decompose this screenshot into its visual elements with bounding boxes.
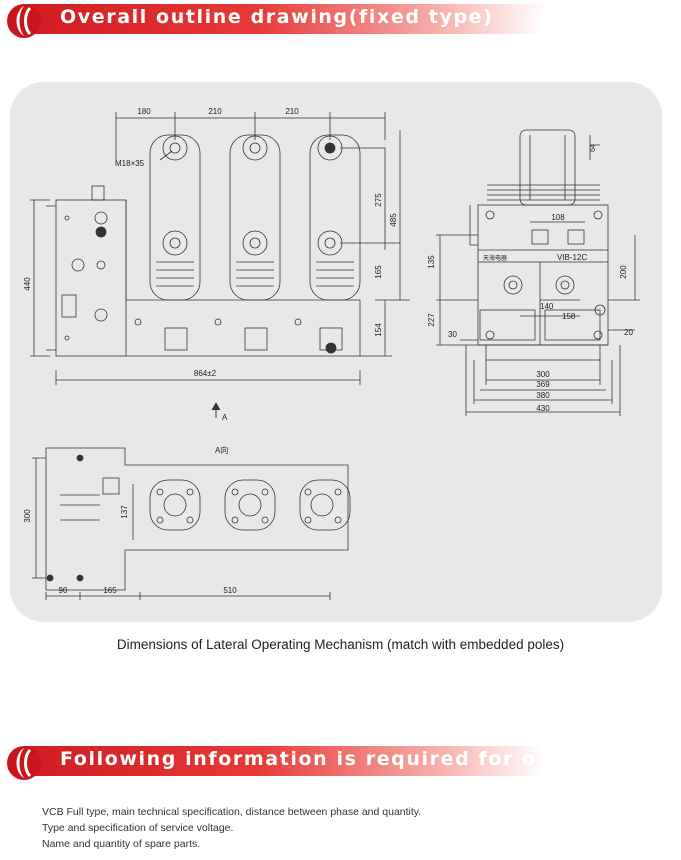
dim-20: 20	[624, 328, 633, 337]
dim-140: 140	[540, 302, 554, 311]
section-title: Following information is required for or…	[60, 748, 589, 770]
banner-logo-icon	[7, 4, 41, 38]
dim-180: 180	[137, 107, 151, 116]
dim-210-a: 210	[208, 107, 222, 116]
pole-3	[309, 134, 361, 301]
dim-210-b: 210	[285, 107, 299, 116]
drawing-panel	[10, 82, 662, 622]
dim-380: 380	[536, 391, 550, 400]
dim-64: 64	[590, 144, 597, 152]
dim-135: 135	[427, 255, 436, 269]
dim-90: 90	[59, 586, 68, 595]
mechanism-box	[55, 199, 127, 357]
nameplate-brand: 天海电器	[483, 254, 507, 262]
pole-1	[149, 134, 201, 301]
section-title: Overall outline drawing(fixed type)	[60, 6, 494, 28]
view-direction-label: A向	[215, 445, 228, 455]
order-line: VCB Full type, main technical specificat…	[42, 806, 422, 818]
dim-30: 30	[448, 330, 457, 339]
dim-430: 430	[536, 404, 550, 413]
dim-369: 369	[536, 380, 550, 389]
dim-510: 510	[223, 586, 237, 595]
dim-108: 108	[551, 213, 565, 222]
nameplate-model: VIB-12C	[557, 253, 587, 262]
drawing-caption: Dimensions of Lateral Operating Mechanis…	[116, 637, 565, 652]
dim-165: 165	[374, 265, 383, 279]
order-info-list: VCB Full type, main technical specificat…	[42, 804, 421, 852]
side-view-body	[477, 204, 609, 346]
dim-158: 158	[562, 312, 576, 321]
plan-pole-1	[149, 479, 201, 531]
dim-485: 485	[389, 213, 398, 227]
dim-200: 200	[619, 265, 628, 279]
pole-2	[229, 134, 281, 301]
dim-154: 154	[374, 323, 383, 337]
dim-227: 227	[427, 313, 436, 327]
dim-300-side: 300	[536, 370, 550, 379]
plan-view-outline	[45, 447, 349, 591]
banner-logo-icon	[7, 746, 41, 780]
dim-165-plan: 165	[103, 586, 117, 595]
banner-bar	[24, 4, 544, 34]
plan-pole-3	[299, 479, 351, 531]
dim-300-plan: 300	[23, 509, 32, 523]
dim-864: 864±2	[194, 369, 217, 378]
section-banner-outline: Overall outline drawing(fixed type)	[0, 0, 560, 40]
dim-thread: M18×35	[115, 159, 145, 168]
dim-275: 275	[374, 193, 383, 207]
order-line: Name and quantity of spare parts.	[42, 838, 201, 850]
order-line: Type and specification of service voltag…	[42, 822, 234, 834]
outline-drawing: 180 210 210 M18×35 275 485 165 154 440 8…	[23, 107, 640, 600]
section-banner-order: Following information is required for or…	[0, 742, 587, 782]
view-arrow-label: A	[222, 413, 228, 422]
banner-bar	[24, 746, 544, 776]
plan-pole-2	[224, 479, 276, 531]
dim-440: 440	[23, 277, 32, 291]
dim-137: 137	[120, 505, 129, 519]
